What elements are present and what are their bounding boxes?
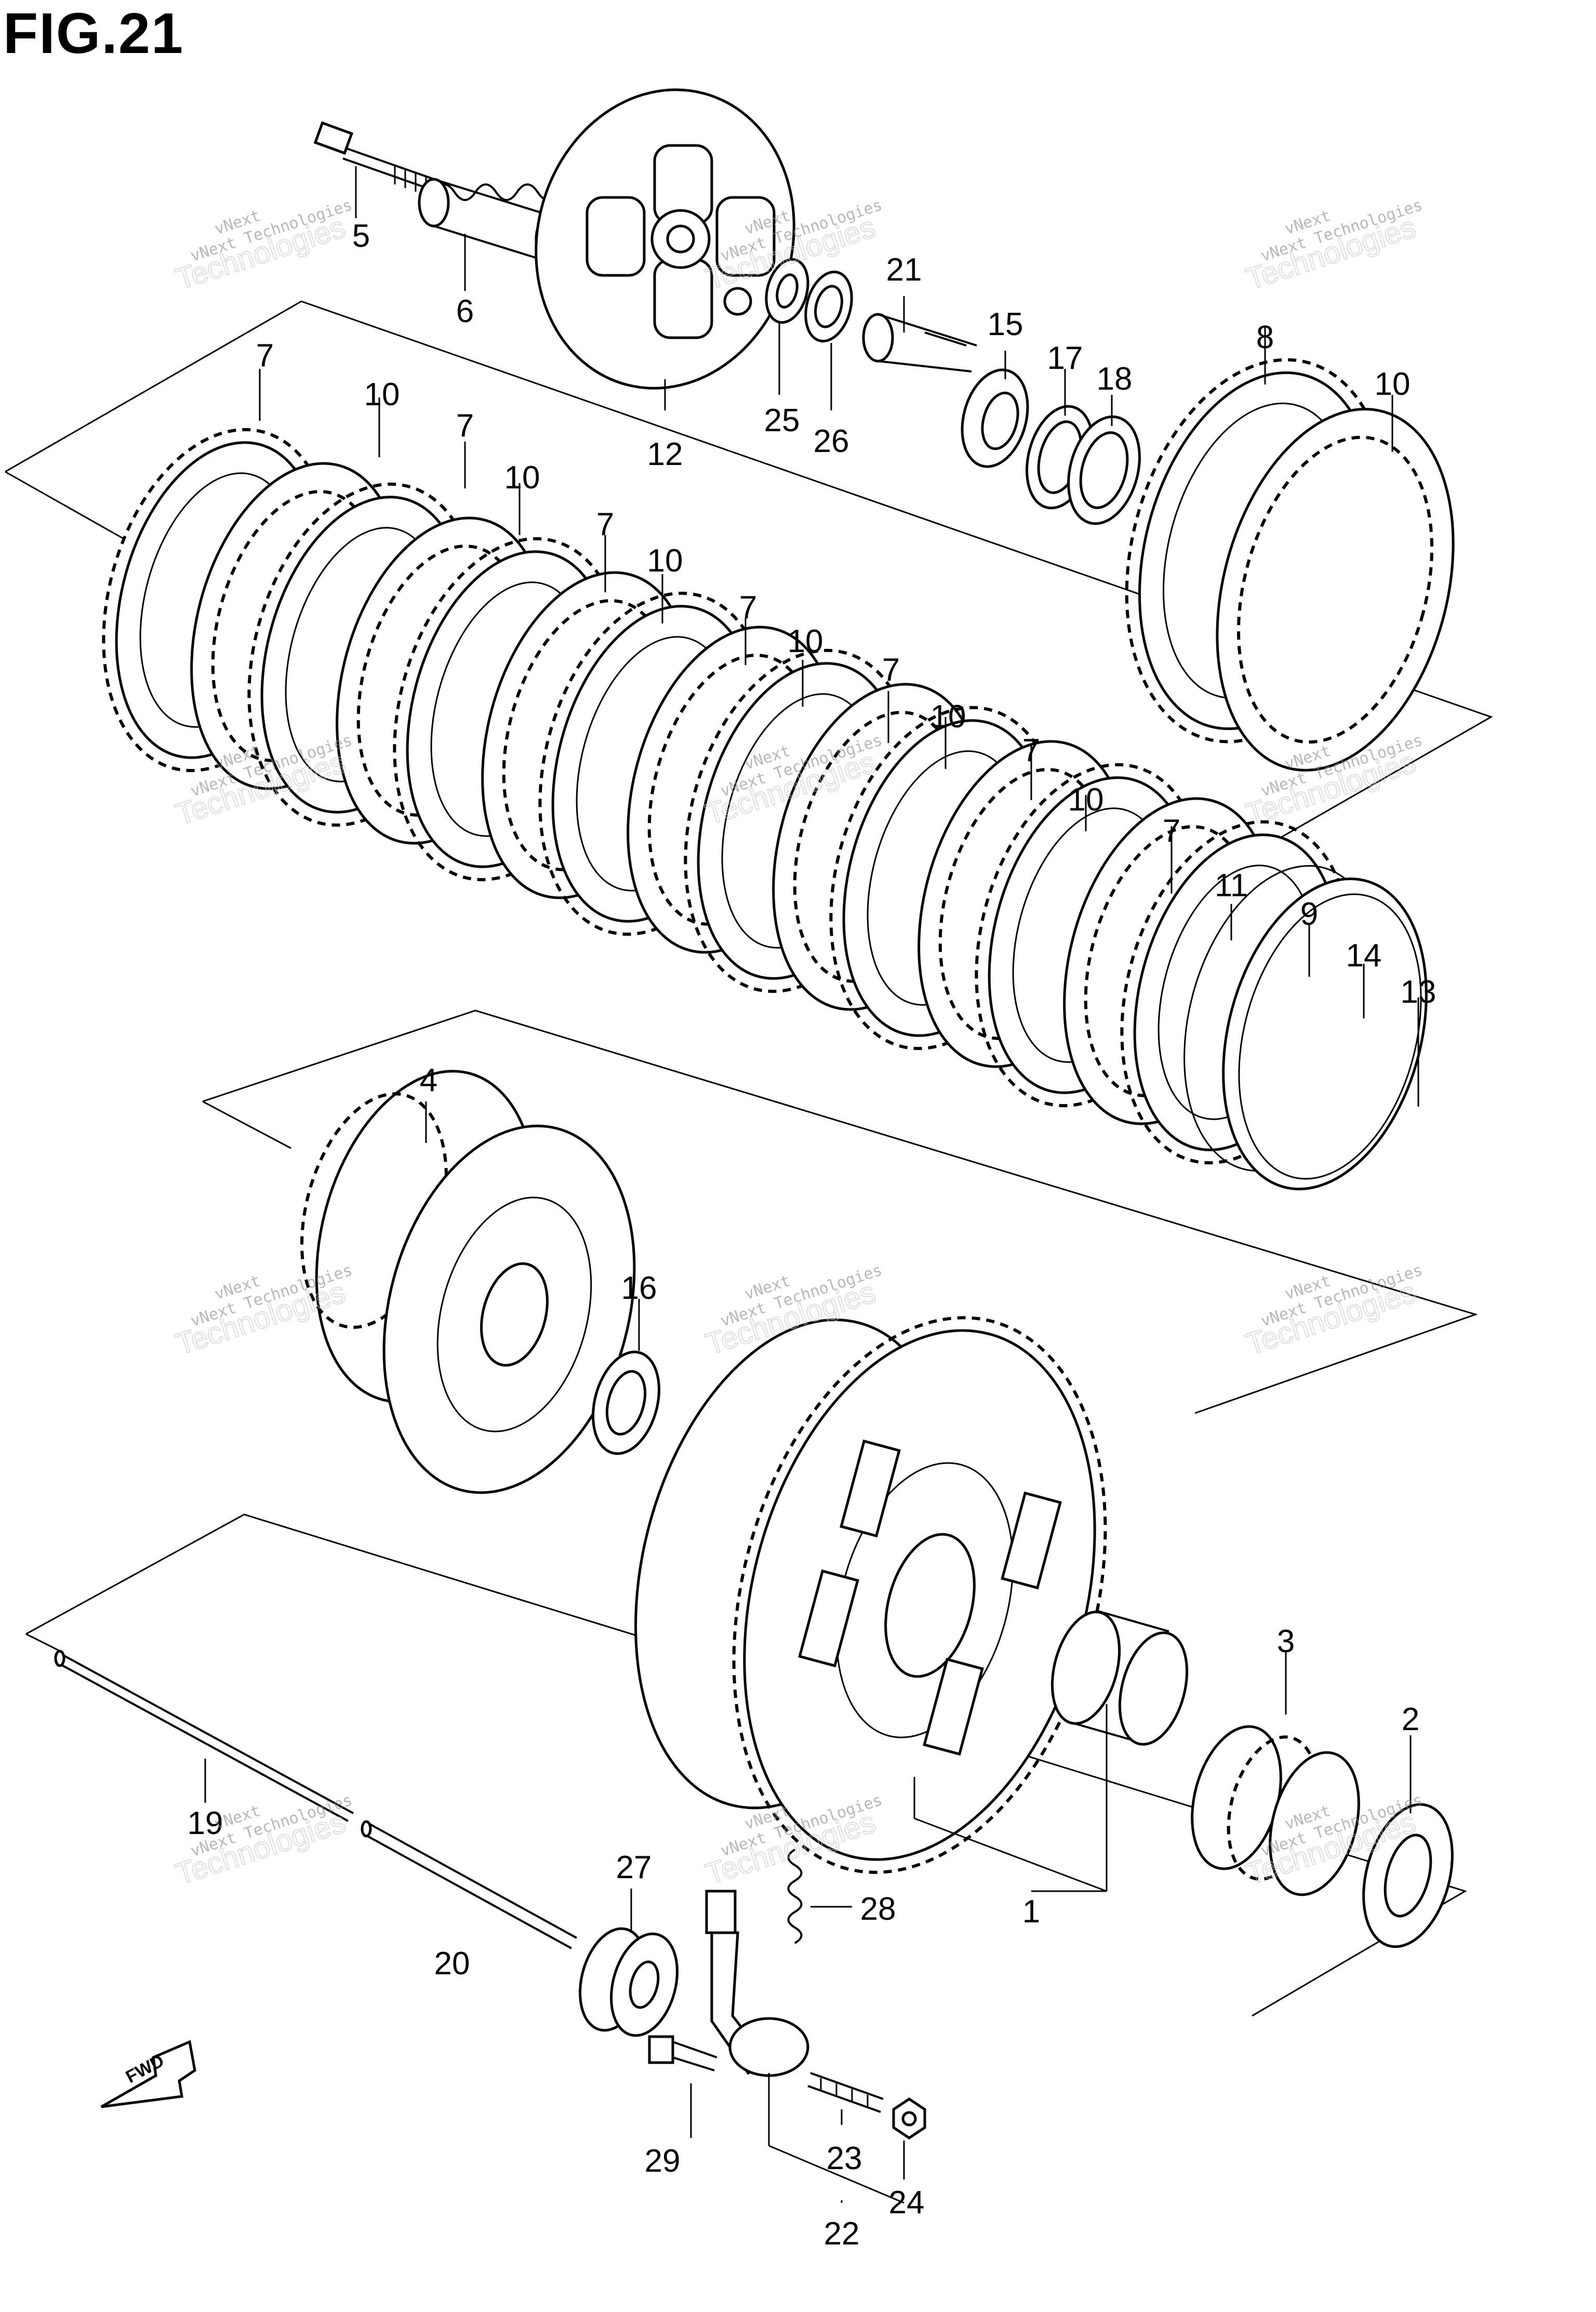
washer-25 — [765, 258, 809, 324]
callout-17: 17 — [1047, 340, 1083, 376]
bearing-15 — [961, 368, 1029, 468]
primary-driven-gear-assy — [634, 1316, 1107, 1874]
callout-18: 18 — [1097, 361, 1133, 397]
washer-18 — [1067, 415, 1141, 525]
callout-10-b: 10 — [504, 460, 540, 496]
callout-10-a: 10 — [364, 377, 400, 413]
bearing-26 — [804, 270, 853, 343]
callout-7-b: 7 — [456, 408, 474, 444]
callout-27: 27 — [616, 1850, 652, 1885]
callout-20: 20 — [434, 1946, 470, 1982]
callout-25: 25 — [764, 403, 800, 439]
clutch-sleeve-hub — [300, 1070, 636, 1494]
pressure-plate — [535, 88, 795, 390]
callout-5: 5 — [352, 218, 370, 254]
callout-3: 3 — [1277, 1624, 1295, 1659]
callout-15: 15 — [988, 307, 1023, 342]
judder-spring-13 — [1222, 878, 1428, 1190]
push-rod-20 — [361, 1820, 577, 1949]
callout-6: 6 — [456, 294, 474, 329]
callout-7-e: 7 — [882, 652, 900, 688]
callout-1: 1 — [1022, 1894, 1040, 1930]
callout-4: 4 — [420, 1062, 437, 1098]
callout-11: 11 — [1215, 868, 1248, 903]
callout-labels: 5 6 12 25 26 21 15 17 18 8 10 7 10 7 10 … — [188, 218, 1437, 2252]
callout-7-c: 7 — [596, 507, 614, 542]
adjusting-screw-23 — [807, 2072, 884, 2113]
callout-10-c: 10 — [647, 543, 683, 579]
lock-nut-24 — [892, 2097, 926, 2140]
callout-23: 23 — [827, 2141, 862, 2176]
clutch-push-rod — [862, 313, 977, 373]
clutch-spring-bolt — [313, 121, 442, 195]
leader-lines — [204, 166, 1419, 2204]
needle-bearing-3 — [1191, 1725, 1360, 1896]
return-spring-28 — [787, 1849, 803, 1944]
callout-22: 22 — [824, 2216, 860, 2252]
callout-14: 14 — [1346, 938, 1382, 974]
driven-plate-10-top — [1216, 408, 1455, 772]
callout-7-g: 7 — [1163, 813, 1180, 849]
callout-8: 8 — [1256, 320, 1274, 355]
callout-26: 26 — [814, 423, 849, 459]
callout-10-f: 10 — [1068, 782, 1104, 818]
callout-21: 21 — [886, 252, 922, 288]
callout-7-a: 7 — [256, 338, 274, 374]
release-lever-22 — [705, 1890, 809, 2077]
callout-12: 12 — [647, 436, 683, 472]
callout-24: 24 — [889, 2185, 925, 2221]
callout-10-e: 10 — [930, 699, 966, 735]
thrust-washer-2 — [1362, 1803, 1454, 1948]
push-rod-19 — [54, 1650, 354, 1822]
group-frame-hub — [202, 1009, 1478, 1414]
callout-19: 19 — [188, 1805, 223, 1841]
callout-9: 9 — [1300, 896, 1318, 932]
callout-16: 16 — [621, 1270, 657, 1306]
group-frame-plates — [5, 300, 1493, 861]
thrust-washer-16 — [592, 1350, 660, 1455]
callout-2: 2 — [1402, 1702, 1419, 1737]
figure-title: FIG.21 — [3, 2, 184, 65]
fwd-arrow-icon: FWD — [100, 2040, 196, 2108]
callout-7-f: 7 — [1022, 733, 1040, 768]
lever-bolt-29 — [648, 2035, 717, 2071]
housing-spacer — [1050, 1610, 1189, 1746]
callout-10-top: 10 — [1375, 366, 1411, 402]
callout-7-d: 7 — [739, 590, 757, 626]
callout-29: 29 — [645, 2143, 681, 2179]
callout-13: 13 — [1401, 974, 1437, 1010]
callout-10-d: 10 — [788, 623, 823, 659]
oil-seal-27 — [579, 1927, 679, 2037]
callout-28: 28 — [860, 1891, 896, 1927]
